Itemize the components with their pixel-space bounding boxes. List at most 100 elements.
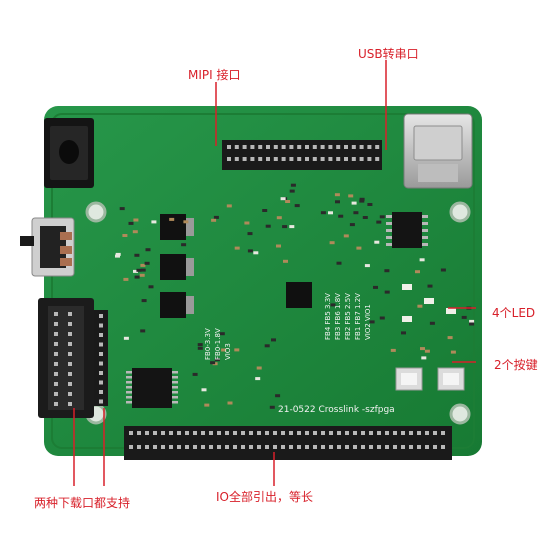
pin	[345, 431, 349, 435]
smd-component	[419, 258, 425, 262]
smd-component	[356, 246, 362, 250]
ic-leg	[172, 381, 178, 384]
ic-leg	[172, 386, 178, 389]
pin	[345, 445, 349, 449]
pin	[193, 445, 197, 449]
pin	[54, 362, 58, 366]
smd-component	[282, 225, 288, 229]
pin	[297, 445, 301, 449]
pin	[433, 431, 437, 435]
pin	[305, 445, 309, 449]
pin	[305, 157, 309, 161]
ic-leg	[422, 215, 428, 218]
pin	[68, 392, 72, 396]
pin	[137, 445, 141, 449]
smd-component	[359, 197, 365, 201]
smd-component	[119, 207, 125, 211]
pin	[336, 157, 341, 161]
pin	[153, 445, 157, 449]
usb-connector	[403, 113, 473, 189]
smd-component	[140, 263, 146, 267]
pin	[257, 431, 261, 435]
pin	[99, 390, 103, 394]
smd-component	[283, 259, 288, 263]
pin	[375, 145, 380, 149]
pin	[99, 342, 103, 347]
pin	[99, 323, 103, 328]
passive-components	[115, 183, 475, 409]
pin	[177, 431, 181, 435]
pin	[99, 361, 103, 366]
pin	[305, 145, 309, 149]
smd-component	[330, 303, 336, 307]
pin	[99, 371, 103, 375]
pin	[329, 445, 333, 449]
pin	[225, 445, 229, 449]
power-switch	[20, 217, 75, 277]
smd-component	[213, 215, 219, 219]
pin	[68, 332, 72, 336]
smd-component	[144, 261, 150, 265]
smd-component	[401, 331, 406, 335]
pin	[177, 445, 181, 449]
callout-download: 两种下载口都支持	[34, 496, 131, 510]
pin	[328, 145, 333, 149]
leds	[402, 284, 456, 322]
pin	[351, 157, 356, 161]
smd-component	[133, 218, 139, 222]
smd-component	[335, 200, 340, 204]
ic-leg	[126, 386, 132, 389]
smd-component	[420, 347, 425, 351]
pin	[336, 145, 341, 149]
pin	[233, 445, 237, 449]
ic-leg	[126, 381, 132, 384]
pin	[185, 431, 189, 435]
pin	[401, 431, 405, 435]
pin	[68, 342, 72, 346]
pin	[54, 372, 58, 376]
smd-component	[169, 217, 175, 221]
smd-component	[123, 277, 129, 281]
smd-component	[262, 209, 268, 212]
mipi-header	[222, 140, 382, 170]
smd-component	[122, 234, 128, 237]
rail-label: FB0-1.8V	[214, 328, 222, 360]
pin	[201, 445, 205, 449]
ic-leg	[422, 222, 428, 225]
smd-component	[329, 241, 335, 245]
pin	[54, 332, 58, 336]
pin	[313, 431, 317, 435]
pin	[209, 445, 213, 449]
smd-component	[151, 220, 157, 224]
pin	[361, 431, 365, 435]
pin	[328, 157, 333, 161]
ic-leg	[172, 401, 178, 404]
pin	[265, 445, 269, 449]
pin	[425, 431, 429, 435]
pin	[145, 445, 149, 449]
pin	[241, 431, 245, 435]
ic-leg	[172, 371, 178, 374]
voltage-regulators	[160, 214, 194, 318]
fpga-chip	[286, 282, 312, 308]
smd-component	[265, 224, 271, 228]
pin	[217, 445, 221, 449]
pin	[393, 445, 397, 449]
smd-component	[192, 372, 198, 376]
pin	[329, 431, 333, 435]
rail-label: FB3 FB6 1.8V	[334, 293, 342, 340]
smd-component	[140, 329, 146, 333]
pin	[281, 445, 285, 449]
ic-leg	[126, 371, 132, 374]
callout-mipi: MIPI 接口	[188, 68, 241, 82]
smd-component	[379, 215, 385, 219]
smd-component	[328, 211, 333, 215]
ic-leg	[386, 236, 392, 239]
pin	[377, 445, 381, 449]
pin	[289, 445, 293, 449]
pin	[409, 445, 413, 449]
pin	[54, 312, 58, 316]
ic-leg	[422, 229, 428, 232]
smd-component	[128, 221, 134, 225]
